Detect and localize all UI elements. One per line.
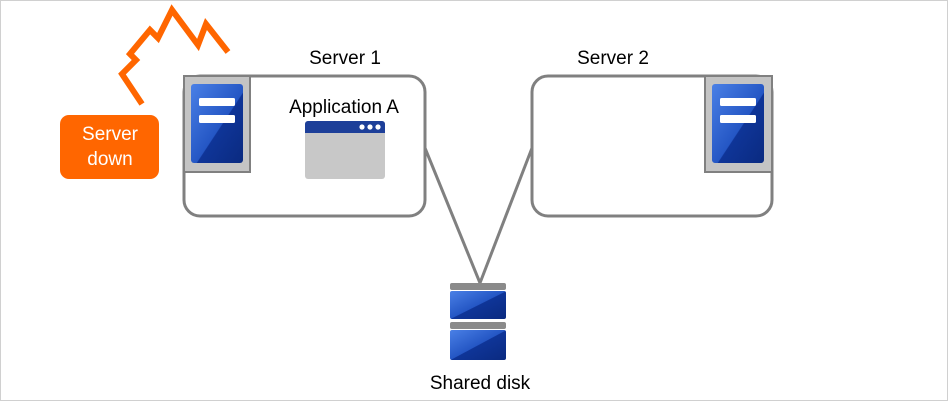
shared-disk-icon (450, 283, 506, 360)
server-down-alert: Server down (60, 115, 159, 179)
server-1-node: Server 1 Application A (182, 48, 427, 218)
alert-line-2: down (87, 149, 132, 170)
connector-server1-disk (423, 147, 482, 284)
connector-server2-disk (478, 147, 534, 284)
server-2-node: Server 2 (530, 48, 774, 218)
server-2-icon (704, 75, 773, 173)
application-window-icon (305, 121, 385, 179)
lightning-bolt-icon (118, 4, 231, 106)
server-1-icon (183, 75, 251, 173)
server-2-label: Server 2 (577, 48, 649, 69)
application-label: Application A (289, 97, 399, 118)
alert-badge (60, 115, 159, 179)
server-1-label: Server 1 (309, 48, 381, 69)
shared-disk-label: Shared disk (430, 373, 531, 394)
alert-line-1: Server (82, 124, 139, 145)
